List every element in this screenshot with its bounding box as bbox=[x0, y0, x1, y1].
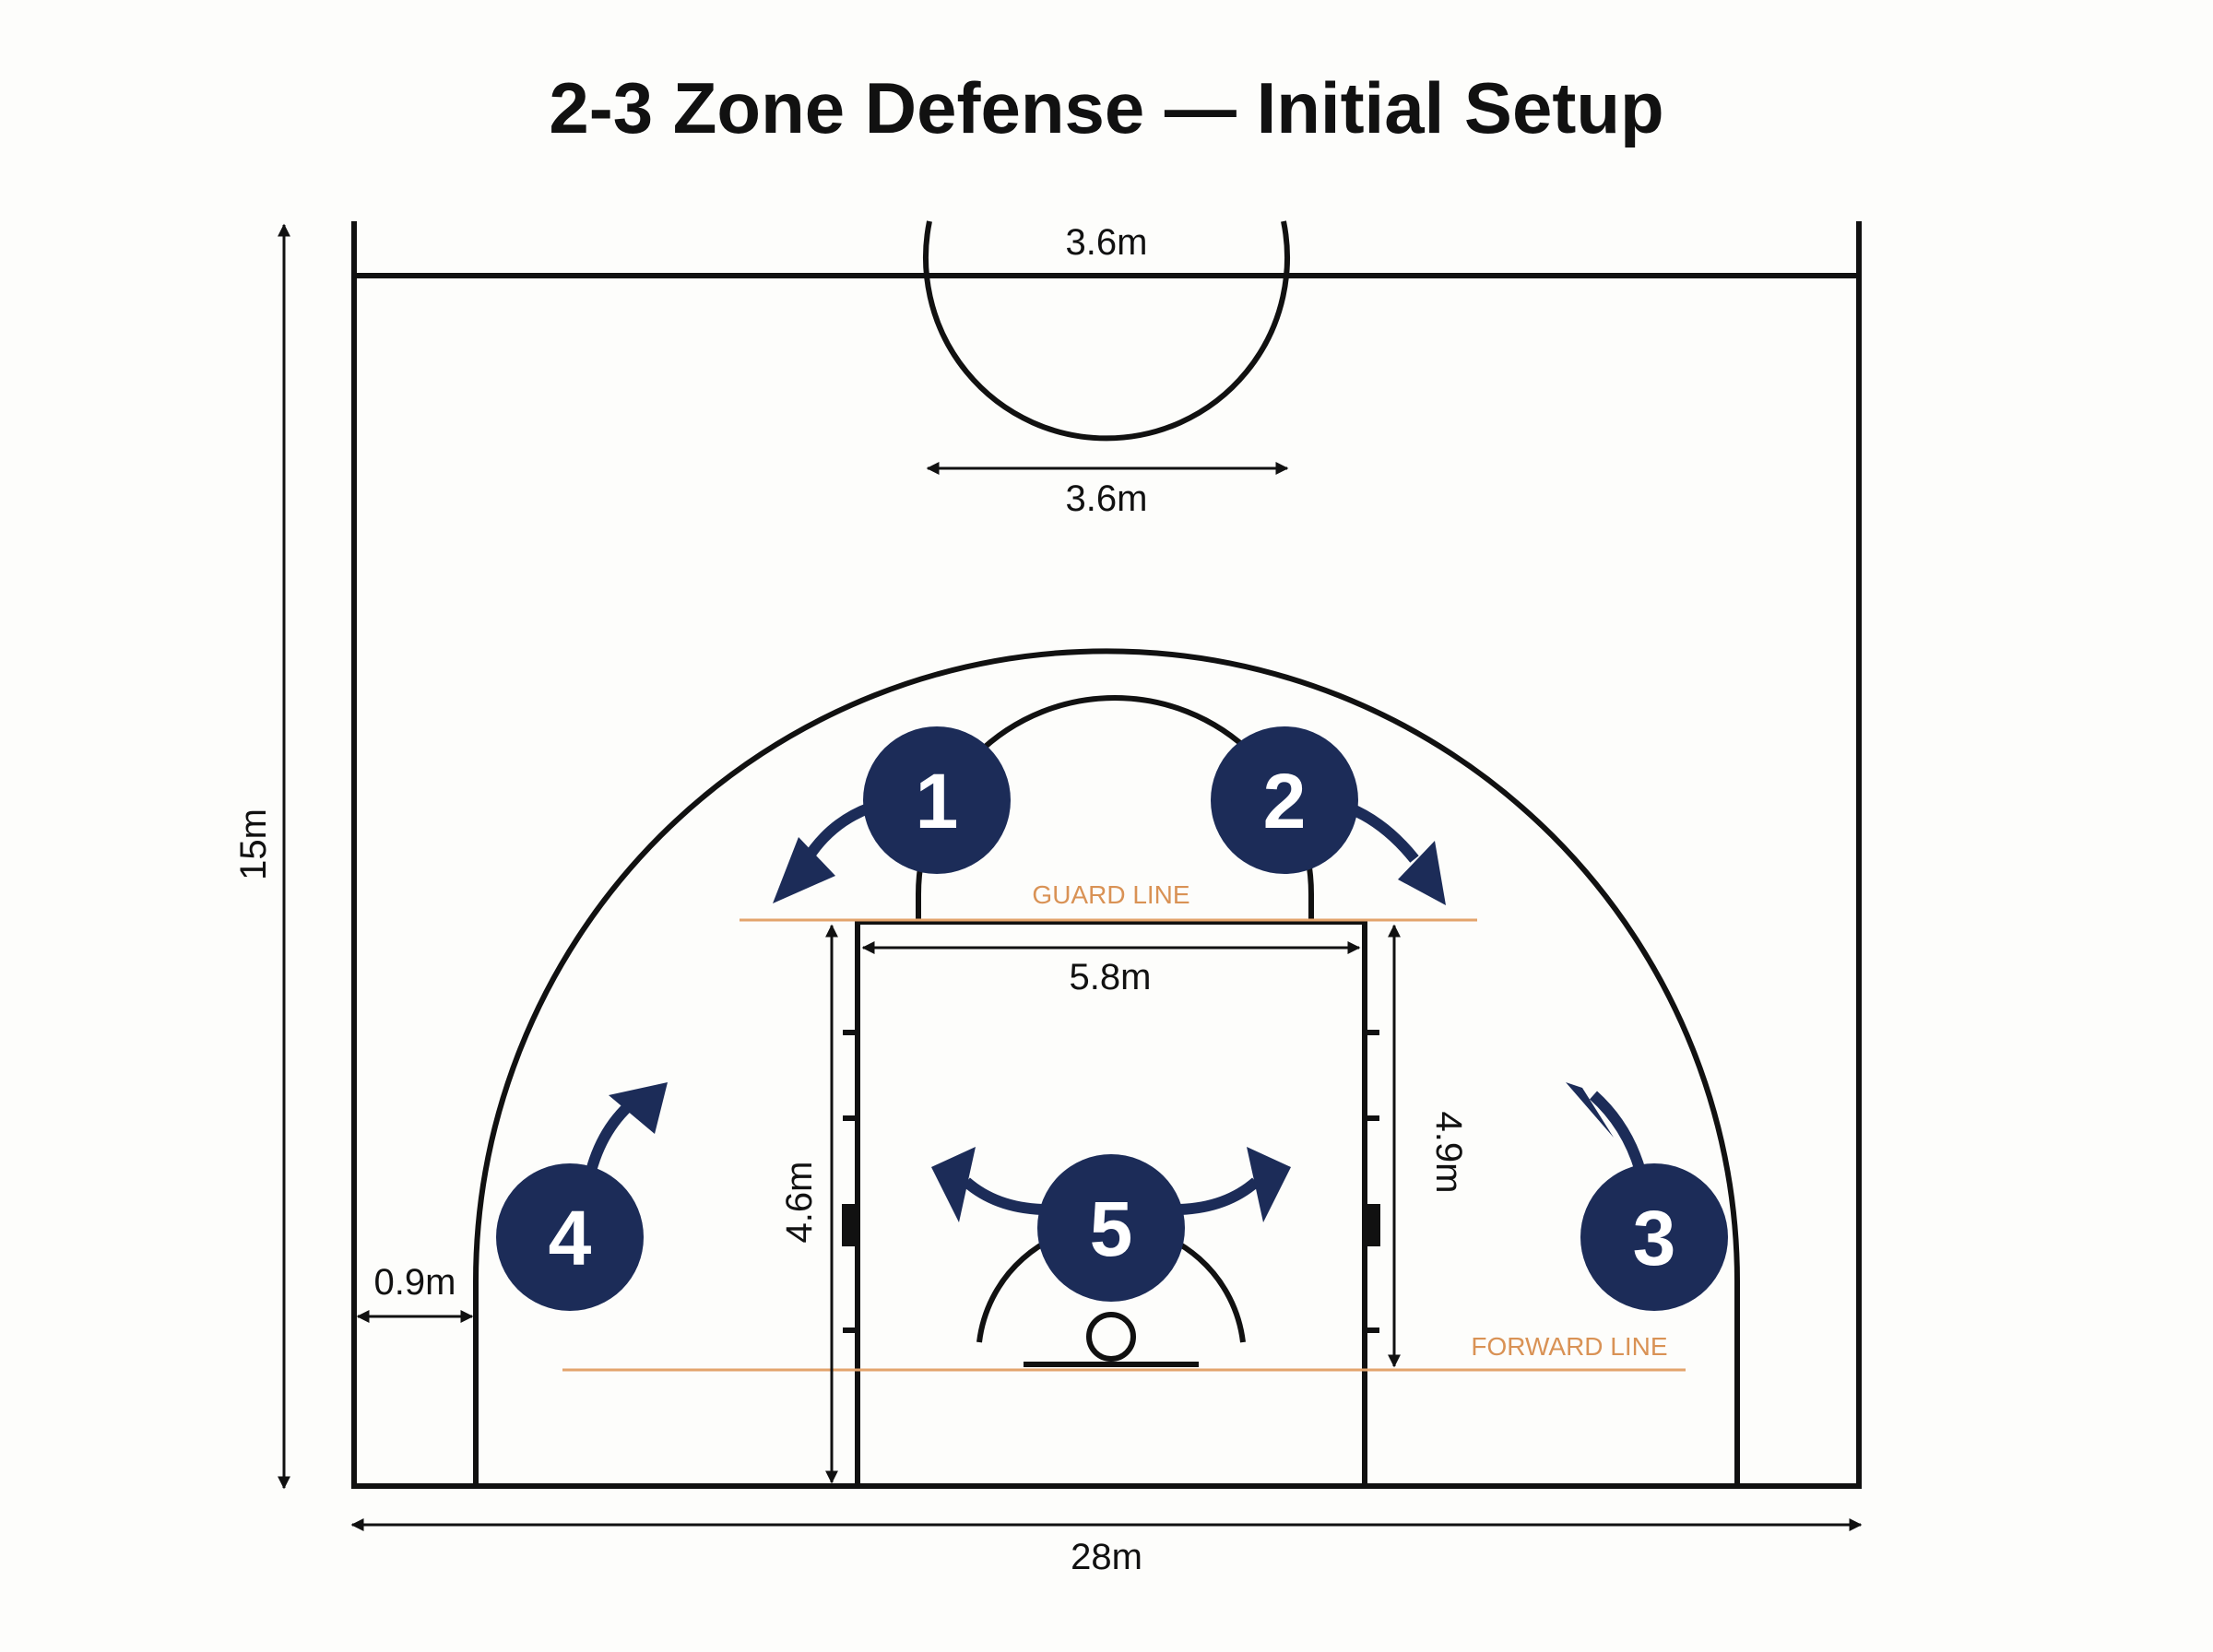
player-5-arrow-right bbox=[1179, 1177, 1260, 1215]
player-1-arrowhead bbox=[773, 837, 835, 903]
player-3-arrowhead bbox=[1566, 1082, 1614, 1138]
forward-line-label: FORWARD LINE bbox=[1471, 1332, 1667, 1361]
zone-lines: GUARD LINE FORWARD LINE bbox=[562, 880, 1686, 1372]
dimension-annotations: 3.6m 3.6m 5.8m 4.6m 4.9m 0.9m 15m 28m bbox=[233, 222, 1863, 1577]
player-2-marker bbox=[1211, 726, 1358, 874]
player-5-arrowhead-right bbox=[1247, 1147, 1291, 1222]
player-4-marker bbox=[496, 1163, 644, 1311]
player-1-arrow bbox=[800, 802, 873, 865]
diagram-title: 2-3 Zone Defense — Initial Setup bbox=[549, 67, 1664, 148]
basket-rim bbox=[1086, 1312, 1136, 1362]
player-3-number: 3 bbox=[1633, 1195, 1676, 1281]
player-4-arrowhead bbox=[609, 1082, 668, 1134]
player-5: 5 bbox=[1037, 1154, 1185, 1302]
player-5-arrowhead-left bbox=[931, 1147, 976, 1222]
player-5-marker bbox=[1037, 1154, 1185, 1302]
guard-line-label: GUARD LINE bbox=[1032, 880, 1189, 909]
player-2-number: 2 bbox=[1263, 758, 1307, 844]
key-width-label: 5.8m bbox=[1070, 957, 1152, 997]
court-width-label: 28m bbox=[1071, 1537, 1142, 1577]
player-1-marker bbox=[863, 726, 1011, 874]
player-1-number: 1 bbox=[916, 758, 959, 844]
player-1: 1 bbox=[863, 726, 1011, 874]
player-3: 3 bbox=[1580, 1163, 1728, 1311]
player-2-arrow bbox=[1345, 802, 1419, 863]
player-2-arrowhead bbox=[1398, 841, 1446, 905]
lane-left-label: 4.6m bbox=[779, 1162, 820, 1244]
player-4-number: 4 bbox=[549, 1195, 592, 1281]
lane-hash-marks bbox=[842, 1030, 1380, 1333]
player-5-arrow-left bbox=[963, 1177, 1043, 1215]
player-4: 4 bbox=[496, 1163, 644, 1311]
player-2: 2 bbox=[1211, 726, 1358, 874]
center-circle bbox=[923, 220, 1290, 442]
corner-gap-label: 0.9m bbox=[374, 1262, 456, 1303]
player-5-number: 5 bbox=[1090, 1186, 1133, 1272]
free-throw-lane bbox=[855, 919, 1367, 1489]
circle-diameter-label: 3.6m bbox=[1066, 478, 1148, 519]
player-3-marker bbox=[1580, 1163, 1728, 1311]
lane-right-label: 4.9m bbox=[1428, 1112, 1469, 1194]
circle-top-label: 3.6m bbox=[1066, 222, 1148, 263]
player-3-arrow bbox=[1589, 1091, 1647, 1176]
three-point-line bbox=[473, 648, 1740, 1486]
court-depth-label: 15m bbox=[233, 808, 274, 880]
